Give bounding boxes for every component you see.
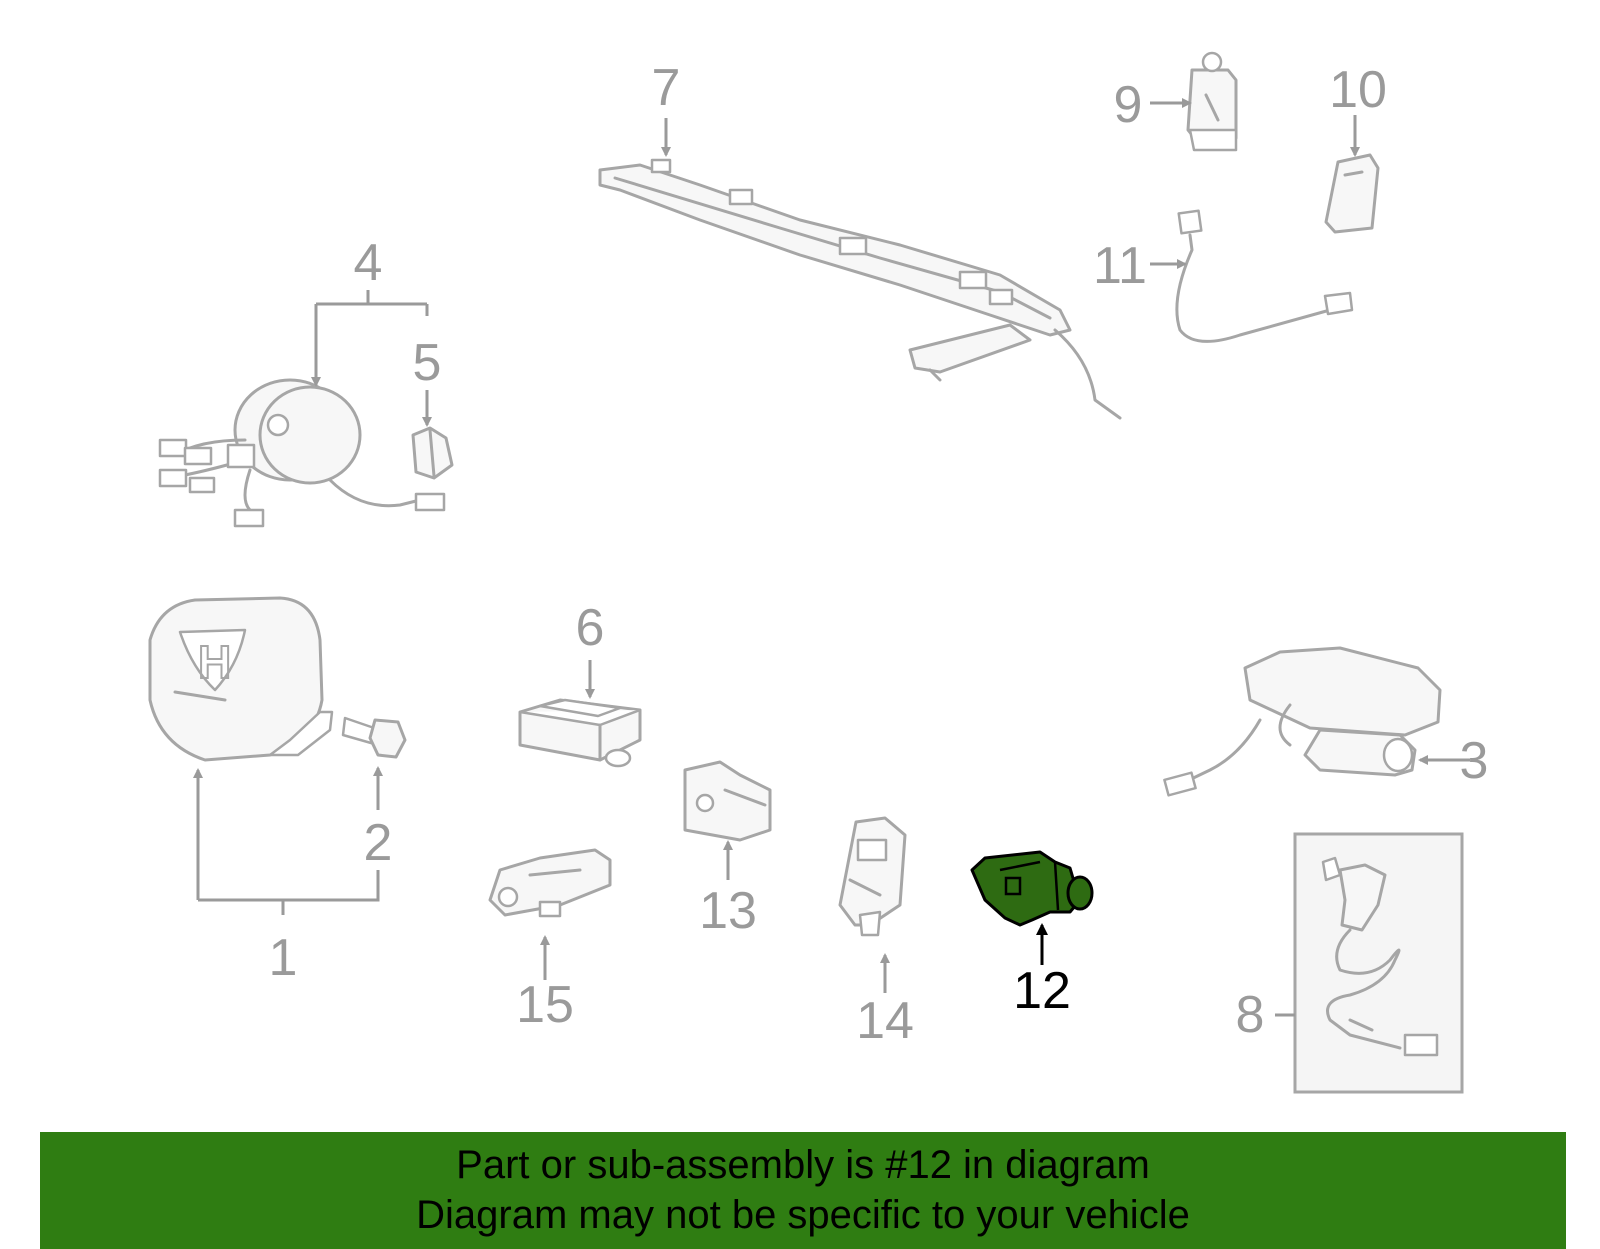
- part-3-passenger-airbag[interactable]: [1163, 646, 1442, 797]
- info-banner: Part or sub-assembly is #12 in diagram D…: [40, 1132, 1566, 1249]
- callout-2: 2: [364, 814, 393, 872]
- callout-10: 10: [1329, 61, 1387, 119]
- part-9-switch[interactable]: [1186, 51, 1238, 152]
- callout-8: 8: [1236, 986, 1265, 1044]
- leader-lines: [193, 98, 1470, 1017]
- part-15-sensor[interactable]: [488, 848, 612, 918]
- part-13-sensor[interactable]: [683, 760, 772, 842]
- callout-11: 11: [1093, 237, 1147, 295]
- part-7-harness[interactable]: [598, 158, 1122, 420]
- callout-12: 12: [1013, 962, 1071, 1020]
- callout-14: 14: [856, 992, 914, 1050]
- part-12-highlighted[interactable]: [970, 850, 1094, 927]
- callout-15: 15: [516, 976, 574, 1034]
- part-11-sensor-wire[interactable]: [1175, 209, 1354, 343]
- callout-numbers: 7 9 10 11 4 5 6 3 2 1 13 15 14 12 8: [269, 59, 1489, 1050]
- callout-5: 5: [413, 334, 442, 392]
- banner-line-1: Part or sub-assembly is #12 in diagram: [456, 1143, 1150, 1187]
- callout-9: 9: [1114, 76, 1143, 134]
- part-14-sensor[interactable]: [838, 816, 907, 937]
- part-2-bolt[interactable]: [341, 716, 407, 759]
- part-10-cover[interactable]: [1324, 153, 1380, 234]
- part-4-clockspring[interactable]: [158, 378, 446, 528]
- airbag-logo: H: [198, 636, 231, 688]
- callout-1: 1: [269, 929, 298, 987]
- part-6-srs-unit[interactable]: [518, 698, 642, 768]
- part-5-clip[interactable]: [411, 426, 454, 480]
- callout-7: 7: [652, 59, 681, 117]
- banner-line-2: Diagram may not be specific to your vehi…: [416, 1193, 1190, 1237]
- callout-4: 4: [354, 234, 383, 292]
- part-1-driver-airbag[interactable]: H: [148, 596, 334, 762]
- callout-13: 13: [699, 882, 757, 940]
- callout-3: 3: [1460, 732, 1489, 790]
- part-8-box[interactable]: [1293, 832, 1464, 1094]
- callout-6: 6: [576, 599, 605, 657]
